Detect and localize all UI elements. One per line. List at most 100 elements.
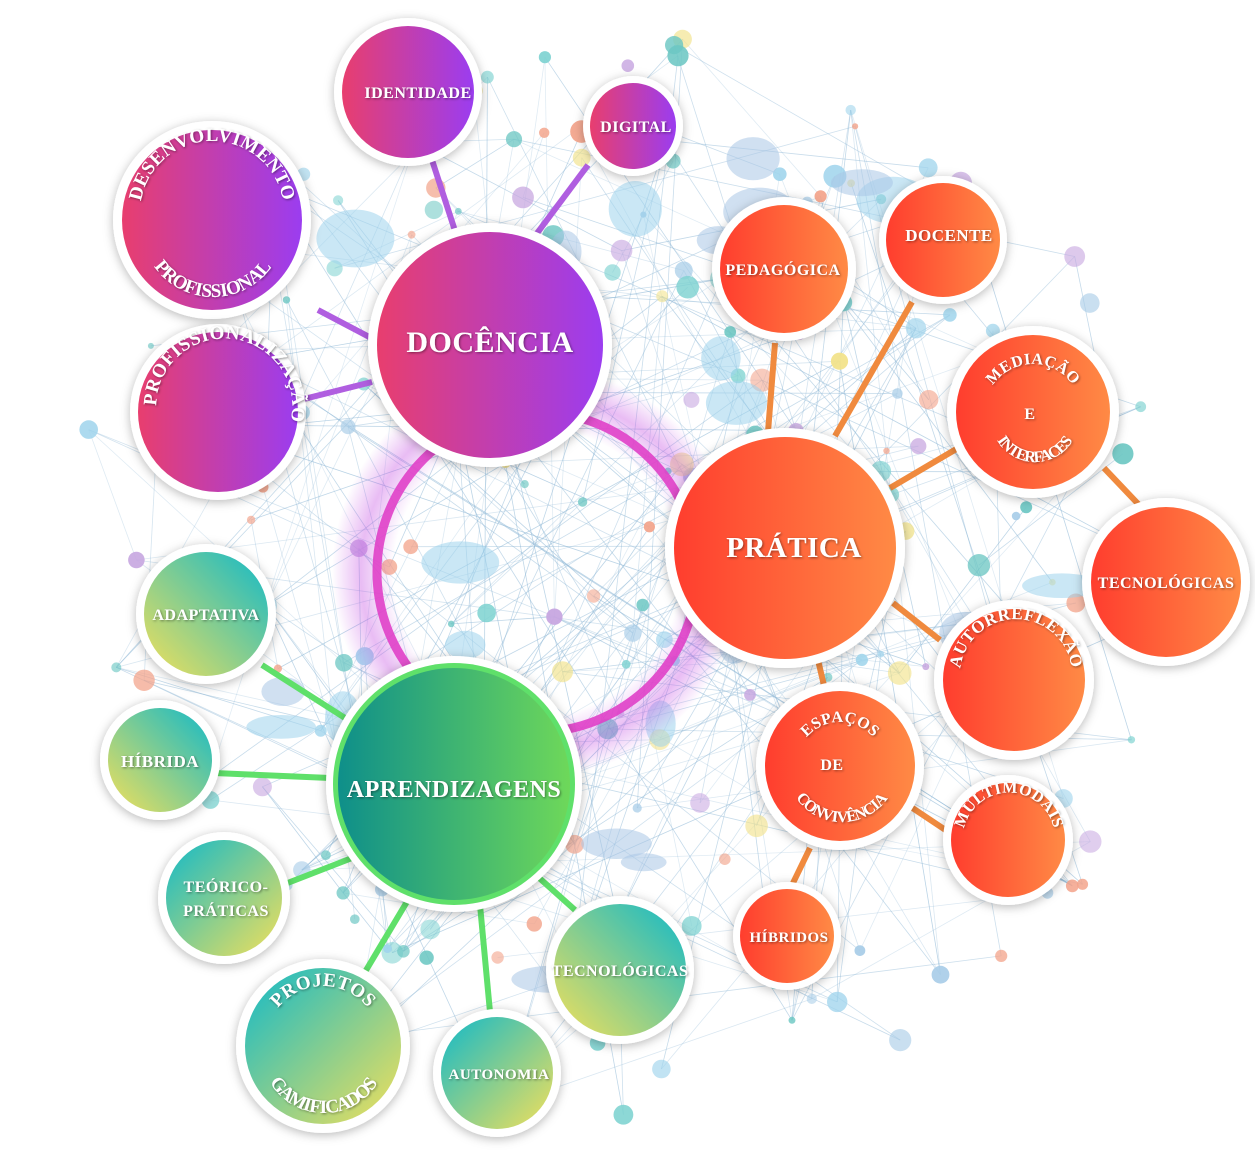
network-dot bbox=[252, 777, 272, 797]
network-dot bbox=[539, 127, 550, 138]
node-pedagogica[interactable]: PEDAGÓGICA bbox=[712, 197, 856, 341]
network-dot bbox=[855, 653, 869, 667]
adaptativa-label: ADAPTATIVA bbox=[152, 607, 259, 624]
network-blob bbox=[246, 715, 316, 739]
network-dot bbox=[852, 123, 859, 130]
network-dot bbox=[350, 914, 360, 924]
node-tecnologicas-pratica[interactable]: TECNOLÓGICAS bbox=[1082, 498, 1250, 666]
network-dot bbox=[995, 949, 1008, 963]
network-dot bbox=[1066, 593, 1086, 613]
node-autorreflexao[interactable]: AUTORREFLEXÃO bbox=[934, 600, 1094, 760]
network-dot bbox=[1080, 293, 1100, 313]
network-dot bbox=[887, 661, 912, 685]
network-dot bbox=[321, 850, 331, 861]
node-autonomia[interactable]: AUTONOMIA bbox=[433, 1009, 561, 1137]
node-adaptativa[interactable]: ADAPTATIVA bbox=[136, 544, 276, 684]
network-blob bbox=[608, 181, 662, 237]
network-blob bbox=[620, 853, 667, 872]
network-dot bbox=[572, 148, 591, 167]
digital-label: DIGITAL bbox=[600, 119, 672, 136]
node-digital[interactable]: DIGITAL bbox=[583, 76, 683, 176]
network-link bbox=[661, 660, 1003, 1070]
network-dot bbox=[905, 318, 927, 339]
network-dot bbox=[922, 663, 930, 671]
node-desenvolvimento-profissional[interactable]: DESENVOLVIMENTO PROFISSIONAL bbox=[113, 121, 311, 319]
hibrida-label: HÍBRIDA bbox=[121, 752, 199, 771]
pedagogica-label: PEDAGÓGICA bbox=[725, 260, 840, 279]
network-dot bbox=[147, 342, 154, 349]
node-identidade[interactable]: IDENTIDADE bbox=[334, 18, 482, 166]
network-blob bbox=[581, 828, 652, 859]
network-link bbox=[144, 679, 1048, 894]
hub-pratica[interactable]: PRÁTICA bbox=[665, 428, 905, 668]
node-hibridos[interactable]: HÍBRIDOS bbox=[733, 882, 841, 990]
pratica-label: PRÁTICA bbox=[726, 531, 862, 564]
node-teorico-praticas[interactable]: TEÓRICO- PRÁTICAS bbox=[158, 832, 290, 964]
network-dot bbox=[744, 689, 756, 701]
network-dot bbox=[481, 70, 494, 84]
network-dot bbox=[512, 186, 534, 209]
network-dot bbox=[526, 916, 542, 932]
docencia-label: DOCÊNCIA bbox=[406, 326, 573, 359]
network-dot bbox=[491, 951, 504, 964]
network-dot bbox=[505, 131, 523, 148]
network-link bbox=[522, 132, 545, 198]
de-label: DE bbox=[820, 757, 843, 774]
network-link bbox=[673, 44, 951, 205]
network-dot bbox=[1135, 401, 1147, 413]
network-dot bbox=[830, 352, 849, 370]
node-hibrida[interactable]: HÍBRIDA bbox=[100, 700, 220, 820]
network-dot bbox=[690, 793, 710, 813]
network-dot bbox=[745, 814, 768, 838]
node-espacos-convivencia[interactable]: ESPAÇOS DE CONVIVÊNCIA bbox=[756, 682, 924, 850]
network-link bbox=[262, 786, 404, 952]
network-link bbox=[814, 266, 1053, 583]
network-dot bbox=[676, 275, 699, 299]
network-link bbox=[682, 38, 821, 197]
network-dot bbox=[79, 420, 98, 439]
network-dot bbox=[681, 916, 702, 936]
network-dot bbox=[967, 554, 991, 577]
network-dot bbox=[1076, 878, 1089, 890]
network-dot bbox=[1079, 830, 1102, 853]
network-dot bbox=[111, 662, 122, 673]
network-link bbox=[761, 379, 1145, 556]
network-dot bbox=[621, 59, 635, 72]
network-dot bbox=[538, 51, 552, 64]
network-dot bbox=[565, 834, 584, 854]
hub-aprendizagens[interactable]: APRENDIZAGENS bbox=[326, 656, 582, 912]
network-link bbox=[662, 295, 1145, 556]
node-multimodais[interactable]: MULTIMODAIS bbox=[943, 775, 1073, 905]
network-dot bbox=[424, 200, 444, 220]
network-blob bbox=[726, 137, 780, 181]
network-dot bbox=[1065, 879, 1079, 893]
network-dot bbox=[773, 167, 787, 181]
network-dot bbox=[719, 853, 731, 865]
network-dot bbox=[724, 326, 737, 338]
network-dot bbox=[918, 158, 938, 178]
node-profissionalizacao[interactable]: PROFISSIONALIZAÇÃO bbox=[130, 322, 309, 500]
network-dot bbox=[419, 950, 434, 965]
network-link bbox=[978, 453, 1124, 566]
network-blob bbox=[830, 169, 893, 197]
network-dot bbox=[314, 724, 327, 737]
tecnologicas-pratica-label: TECNOLÓGICAS bbox=[1098, 573, 1235, 592]
network-dot bbox=[420, 919, 441, 940]
network-dot bbox=[133, 669, 155, 691]
network-dot bbox=[931, 965, 950, 984]
network-link bbox=[850, 183, 1083, 885]
docente-label: DOCENTE bbox=[905, 226, 993, 245]
node-tecnologicas-aprendizagens[interactable]: TECNOLÓGICAS bbox=[546, 896, 694, 1044]
network-dot bbox=[674, 261, 693, 280]
node-projetos-gamificados[interactable]: PROJETOS GAMIFICADOS bbox=[236, 959, 410, 1133]
network-dot bbox=[610, 239, 633, 262]
tecnologicas-aprendizagens-label: TECNOLÓGICAS bbox=[552, 961, 689, 980]
network-dot bbox=[943, 308, 957, 322]
hub-docencia[interactable]: DOCÊNCIA bbox=[368, 223, 612, 467]
aprendizagens-label: APRENDIZAGENS bbox=[347, 777, 562, 803]
network-dot bbox=[788, 1016, 796, 1024]
network-dot bbox=[1011, 511, 1021, 521]
node-docente[interactable]: DOCENTE bbox=[879, 176, 1007, 304]
node-mediacao-interfaces[interactable]: MEDIAÇÃO E INTERFACES bbox=[947, 326, 1119, 498]
network-dot bbox=[604, 264, 621, 281]
